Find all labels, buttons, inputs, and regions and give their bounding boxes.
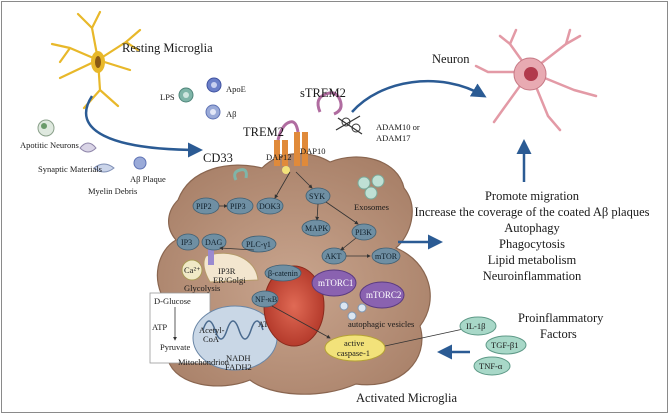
mapk-text: MAPK: [305, 224, 328, 233]
dag-node: [201, 233, 227, 251]
dap12-label: DAP12: [266, 152, 292, 162]
mtor-node: [371, 247, 401, 265]
trem2-label: TREM2: [243, 125, 284, 139]
syk-text: SYK: [309, 192, 325, 201]
akt-text: AKT: [325, 252, 342, 261]
trem2-receptor: [274, 120, 308, 166]
calcium-label: Ca²⁺: [184, 265, 201, 275]
apoptotic-neurons-label: Apotitic Neurons: [20, 140, 79, 150]
apoe-label: ApoE: [226, 84, 246, 94]
exosomes-icon: [357, 174, 385, 200]
activation-arrow: [85, 95, 203, 158]
resting-microglia-illustration: [50, 10, 142, 110]
mtor-text: mTOR: [375, 252, 398, 261]
plc-g1-node: [241, 235, 277, 253]
pathway-arrows: [219, 171, 371, 339]
neuron-illustration: [474, 28, 598, 132]
mtorc2-text: mTORC2: [366, 290, 401, 300]
tgfb1-label: TGF-β1: [491, 340, 518, 350]
dok3-node: [256, 197, 284, 215]
ip3-node: [176, 233, 200, 251]
atp-mito-label: ATP: [258, 319, 273, 329]
dok3-text: DOK3: [259, 202, 280, 211]
myelin-debris-label: Myelin Debris: [88, 186, 137, 196]
plc-g1-text: PLC-γ1: [246, 240, 271, 249]
atp-glycolysis-label: ATP: [152, 322, 167, 332]
ip3r-label: IP3R: [218, 266, 236, 276]
calcium-ion: [181, 259, 203, 281]
ip3-text: IP3: [181, 238, 192, 247]
neuron-label: Neuron: [432, 52, 470, 66]
synaptic-materials-label: Synaptic Materials: [38, 164, 102, 174]
er-golgi: [203, 252, 259, 283]
beta-catenin-text: β-catenin: [268, 269, 298, 278]
abeta-label: Aβ: [226, 109, 236, 119]
outcome-5: Lipid metabolism: [488, 253, 577, 267]
proinflammatory-title: Proinflammatory: [518, 311, 604, 325]
lps-label: LPS: [160, 92, 175, 102]
nfkb-node: [251, 290, 279, 308]
resting-microglia-label: Resting Microglia: [122, 41, 213, 55]
acetyl-coa-label-2: CoA: [203, 334, 220, 344]
outcome-3: Autophagy: [504, 221, 560, 235]
er-golgi-label: ER/Golgi: [213, 275, 246, 285]
tnfa-label: TNF-α: [479, 361, 503, 371]
autophagic-vesicles-label: autophagic vesicles: [348, 319, 414, 329]
caspase-cytokine-line: [384, 327, 469, 347]
cd33-label: CD33: [203, 151, 233, 165]
abeta-plaque-label: Aβ Plaque: [130, 174, 166, 184]
pip2-text: PIP2: [196, 202, 212, 211]
mitochondrial-cristae: [202, 320, 264, 340]
ligand-icons: [178, 77, 222, 120]
pip3-text: PIP3: [230, 202, 246, 211]
adam-label: ADAM10 or: [376, 122, 420, 132]
outcomes-list: Promote migration Increase the coverage …: [414, 189, 649, 283]
exosomes-label: Exosomes: [354, 202, 389, 212]
acetyl-coa-label: Acetyl-: [199, 325, 225, 335]
adam-label-2: ADAM17: [376, 133, 410, 143]
nfkb-text: NF-κB: [255, 295, 277, 304]
outcome-2: Increase the coverage of the coated Aβ p…: [414, 205, 649, 219]
outcome-6: Neuroinflammation: [483, 269, 582, 283]
strem2-label: sTREM2: [300, 86, 346, 100]
ip3r-channel: [208, 249, 214, 265]
il1b-node: [459, 316, 497, 336]
pi3k-text: PI3K: [355, 228, 372, 237]
mitochondrion-label: Mitochondrion: [178, 357, 230, 367]
dap10-label: DAP10: [300, 146, 326, 156]
mtorc1-node: [311, 269, 357, 297]
phosphate-icon: [282, 166, 290, 174]
activated-microglia-label: Activated Microglia: [356, 391, 457, 405]
glycolysis-label: Glycolysis: [184, 283, 220, 293]
outcome-4: Phagocytosis: [499, 237, 565, 251]
strem2-fragment: [316, 91, 343, 116]
debris-icons: [37, 119, 147, 173]
cd33-receptor: [233, 168, 248, 181]
beta-catenin-node: [264, 264, 302, 282]
proinflammatory-title-2: Factors: [540, 327, 577, 341]
mtorc1-text: mTORC1: [318, 278, 353, 288]
mtorc2-node: [359, 281, 405, 309]
pi3k-node: [351, 223, 377, 241]
active-caspase-1: [324, 334, 386, 362]
nadh-label: NADH: [226, 353, 251, 363]
d-glucose-label: D-Glucose: [154, 296, 191, 306]
strem2-to-neuron-arrow: [351, 79, 487, 113]
fadh2-label: FADH2: [225, 362, 252, 372]
active-caspase-label: active: [344, 338, 365, 348]
scissors-icon: [335, 115, 363, 135]
outcome-1: Promote migration: [485, 189, 580, 203]
active-caspase-label-2: caspase-1: [337, 348, 370, 358]
pyruvate-label: Pyruvate: [160, 342, 190, 352]
tnfa-node: [473, 356, 511, 376]
dag-text: DAG: [205, 238, 223, 247]
il1b-label: IL-1β: [466, 321, 485, 331]
autophagic-vesicles-icon: [339, 301, 367, 321]
tgfb1-node: [485, 335, 527, 355]
